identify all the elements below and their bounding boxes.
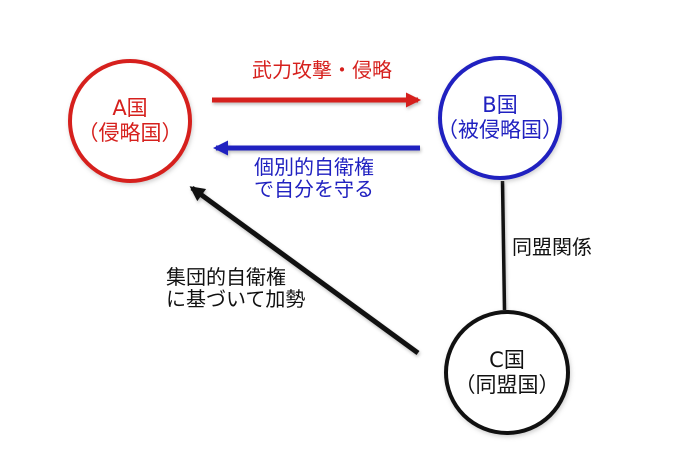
collective-self-defense-label: 集団的自衛権 に基づいて加勢 (166, 266, 305, 310)
collective-self-defense-label-line1: 集団的自衛権 (166, 265, 286, 289)
country-c-title: C国 (489, 347, 525, 372)
country-b-subtitle: （被侵略国） (437, 118, 563, 142)
attack-arrow-label: 武力攻撃・侵略 (252, 58, 392, 82)
country-a-title: A国 (112, 96, 148, 120)
country-b-title: B国 (482, 93, 518, 117)
collective-self-defense-arrow (189, 185, 420, 356)
individual-self-defense-label: 個別的自衛権 で自分を守る (254, 156, 374, 200)
country-a-subtitle: （侵略国） (77, 121, 183, 145)
node-country-c: C国 （同盟国） (444, 310, 570, 435)
node-country-c-label: C国 （同盟国） (455, 348, 560, 398)
node-country-a-label: A国 （侵略国） (78, 96, 183, 146)
individual-self-defense-label-line2: で自分を守る (254, 177, 374, 201)
country-c-subtitle: （同盟国） (454, 372, 560, 397)
node-country-b-label: B国 （被侵略国） (437, 93, 563, 143)
alliance-label: 同盟関係 (512, 235, 592, 259)
alliance-line (500, 180, 507, 311)
collective-self-defense-label-line2: に基づいて加勢 (166, 287, 306, 311)
node-country-b: B国 （被侵略国） (437, 56, 563, 180)
node-country-a: A国 （侵略国） (68, 59, 192, 183)
individual-self-defense-label-line1: 個別的自衛権 (254, 155, 374, 179)
